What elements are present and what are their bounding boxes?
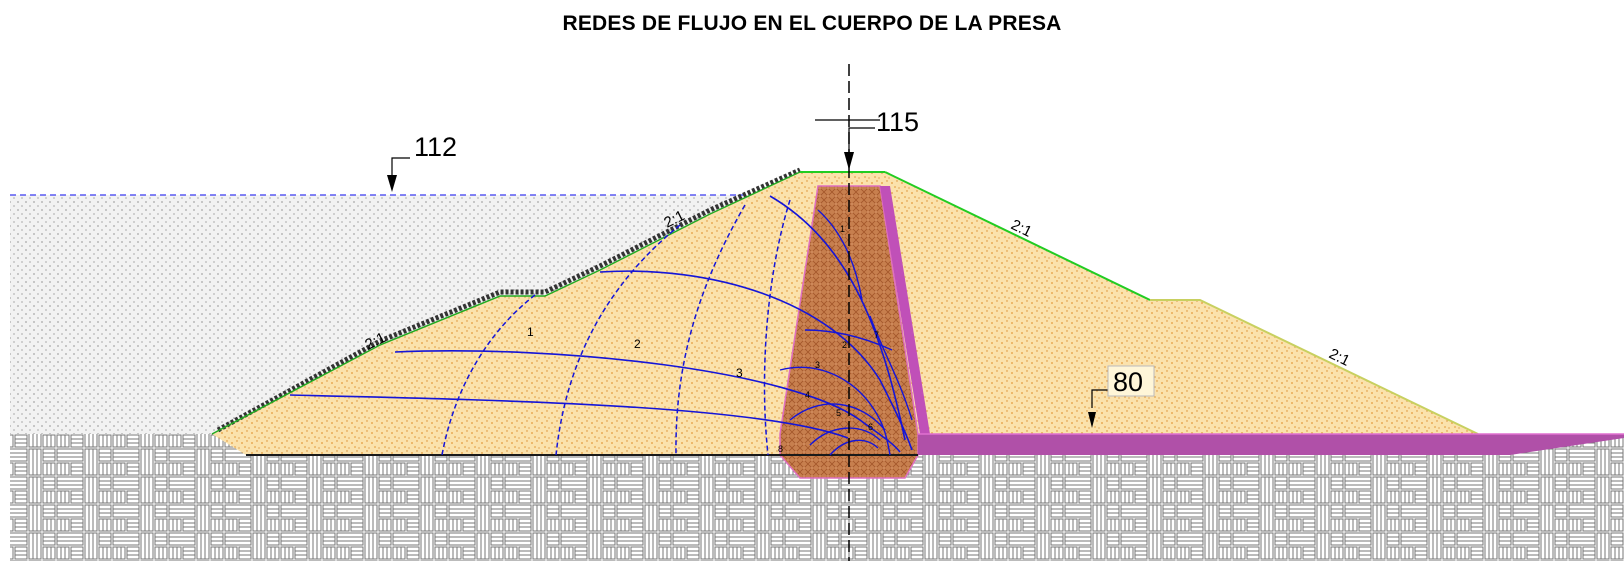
core-channel-label-8: 8 <box>778 444 783 454</box>
core-channel-label-7: 7 <box>874 330 879 340</box>
flow-line-2 <box>599 270 913 451</box>
core-equipotentials <box>779 209 913 456</box>
downstream-slope-lower <box>1150 299 1479 435</box>
drain-arrow-icon <box>1088 412 1096 428</box>
water-level-leader <box>391 157 410 175</box>
equipotential-lines <box>441 199 791 456</box>
flow-channel-label-3: 3 <box>736 366 743 380</box>
core-channel-label-4: 4 <box>805 390 810 400</box>
core-channel-label-3: 3 <box>815 360 820 370</box>
upstream-slope-edge <box>211 171 801 435</box>
dam-core <box>779 185 919 479</box>
flow-line-4 <box>289 394 849 439</box>
water-level-label: 112 <box>414 132 457 162</box>
crest-elevation-label: 115 <box>876 107 919 137</box>
diagram-title: REDES DE FLUJO EN EL CUERPO DE LA PRESA <box>562 12 1062 35</box>
blanket-drain <box>918 434 1624 455</box>
flow-line-3 <box>394 350 901 453</box>
drain-leader <box>1091 389 1108 408</box>
drain-elevation-label: 80 <box>1113 367 1143 397</box>
chimney-filter <box>880 186 930 434</box>
water-level-arrow-icon <box>387 175 397 192</box>
crest-arrow-icon <box>844 152 854 170</box>
flow-channel-label-1: 1 <box>527 325 534 339</box>
core-channel-label-2: 2 <box>842 340 847 350</box>
crest-marker-leader <box>848 127 875 152</box>
core-channel-label-1: 1 <box>840 224 845 234</box>
flow-lines <box>289 195 913 453</box>
drain-label-box <box>1107 365 1155 397</box>
core-channel-label-6: 6 <box>868 422 873 432</box>
downstream-slope-upper <box>884 171 1151 301</box>
flow-channel-label-2: 2 <box>634 337 641 351</box>
reservoir-water <box>10 195 748 434</box>
flow-line-1 <box>769 195 906 441</box>
core-channel-label-5: 5 <box>836 408 841 418</box>
